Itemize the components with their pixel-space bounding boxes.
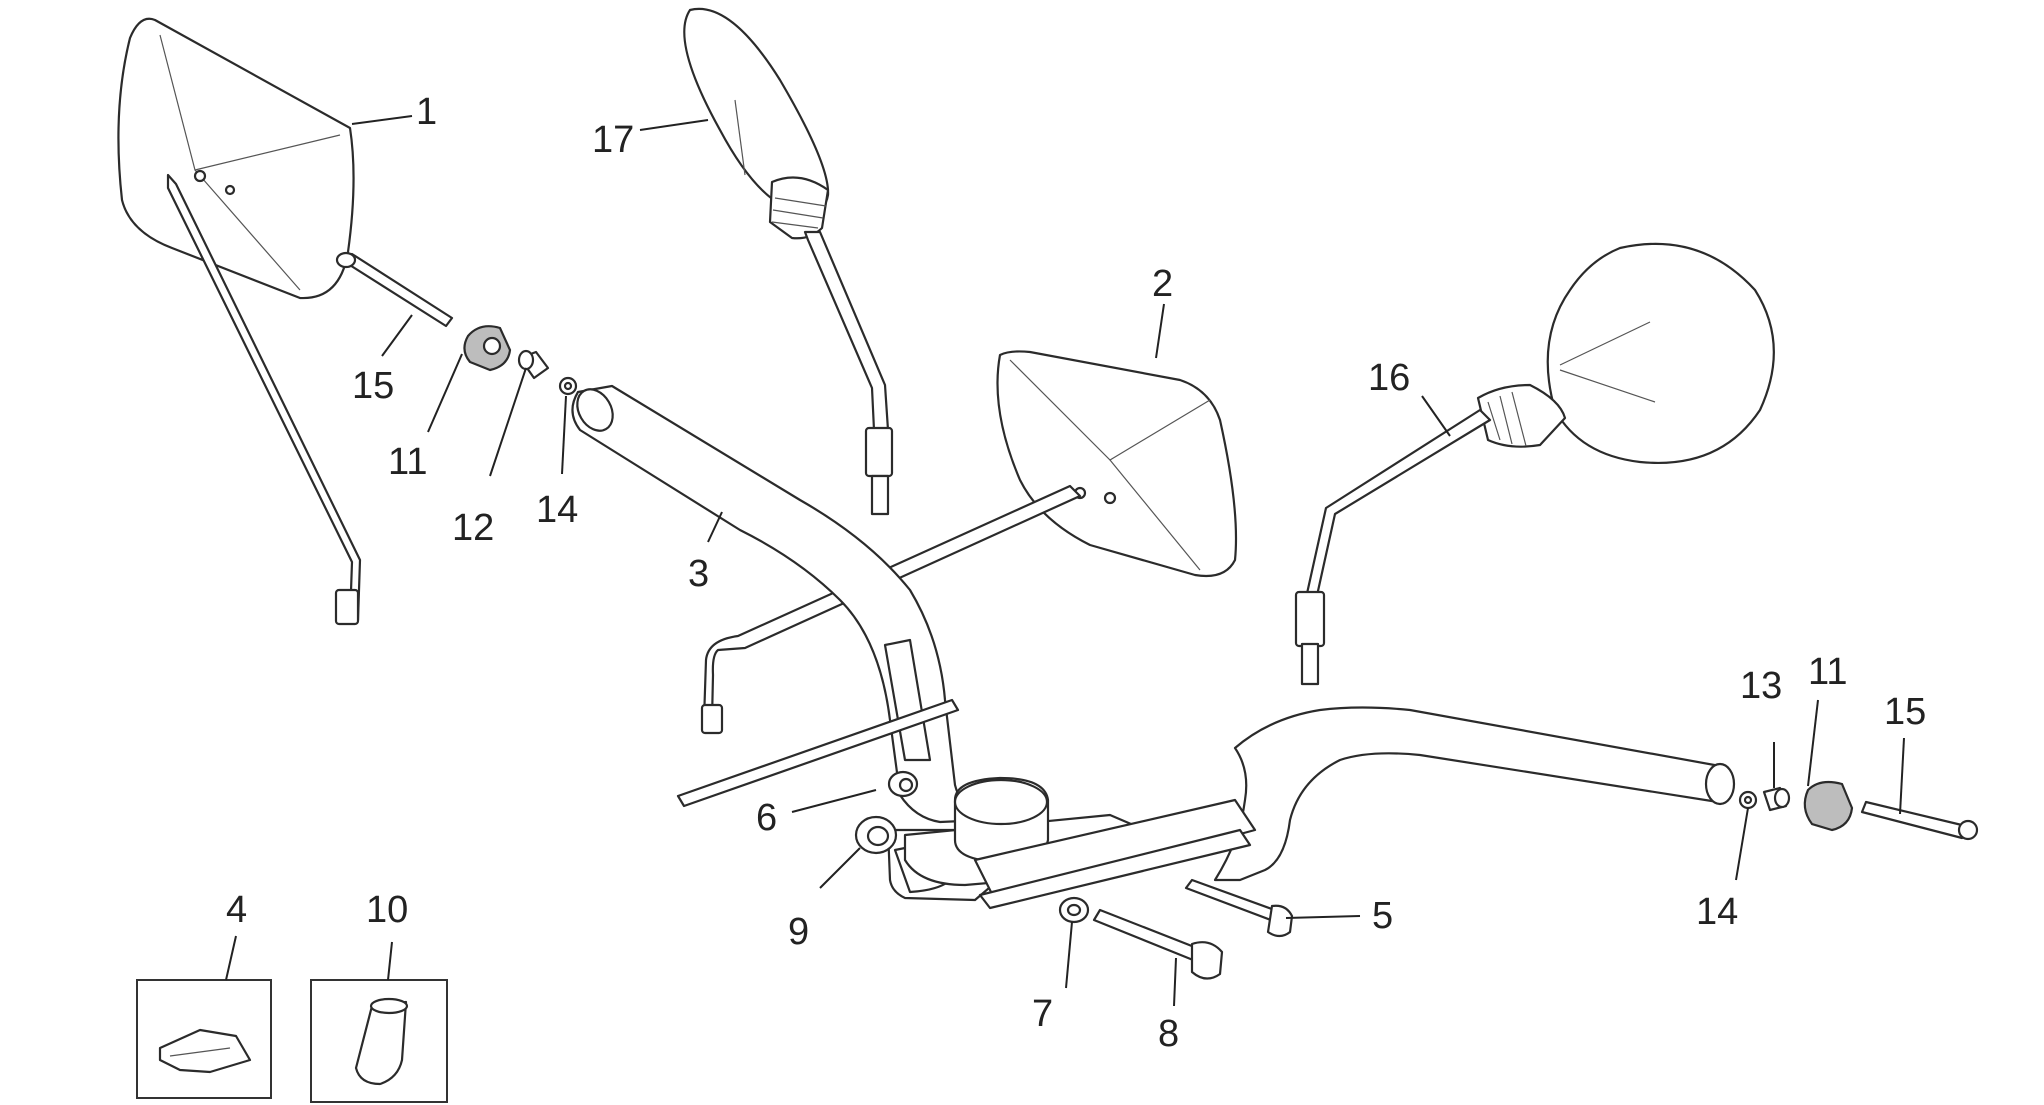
callout-12: 12 bbox=[452, 507, 494, 549]
bar-end-weight-11-left bbox=[463, 325, 512, 372]
callout-6: 6 bbox=[756, 797, 777, 839]
callout-15-left: 15 bbox=[352, 365, 394, 407]
insert-13-right bbox=[1762, 786, 1791, 812]
callout-4: 4 bbox=[226, 889, 247, 931]
callout-7: 7 bbox=[1032, 993, 1053, 1035]
washer-9 bbox=[854, 815, 898, 855]
callout-5: 5 bbox=[1372, 895, 1393, 937]
washer-7 bbox=[1058, 896, 1090, 924]
callout-14-right: 14 bbox=[1696, 891, 1738, 933]
leader-lines bbox=[225, 115, 1905, 1007]
bolt-5 bbox=[1184, 878, 1294, 938]
mirror-17-oval-left bbox=[683, 7, 894, 516]
callout-3: 3 bbox=[688, 553, 709, 595]
callout-15-right: 15 bbox=[1884, 691, 1926, 733]
callout-14-left: 14 bbox=[536, 489, 578, 531]
bolt-8 bbox=[1092, 908, 1224, 980]
callout-10: 10 bbox=[366, 889, 408, 931]
callout-9: 9 bbox=[788, 911, 809, 953]
callout-16: 16 bbox=[1368, 357, 1410, 399]
kit-box-4 bbox=[136, 979, 272, 1099]
insert-12-left bbox=[517, 349, 550, 380]
callout-17: 17 bbox=[592, 119, 634, 161]
washer-14-left bbox=[558, 376, 578, 396]
callout-labels: 1 17 2 16 15 11 12 14 3 6 9 5 7 8 13 11 … bbox=[226, 91, 1926, 1055]
bushing-6 bbox=[887, 770, 919, 798]
callout-11-left: 11 bbox=[388, 441, 427, 483]
bolt-15-left bbox=[335, 251, 454, 328]
mirror-1-rectangular-left bbox=[117, 17, 362, 626]
mirror-16-round-right bbox=[1294, 242, 1775, 686]
washer-14-right bbox=[1738, 790, 1758, 810]
callout-2: 2 bbox=[1152, 263, 1173, 305]
handlebar-3 bbox=[571, 384, 1736, 910]
callout-11-right: 11 bbox=[1808, 651, 1847, 693]
mirror-2-rectangular-right bbox=[700, 350, 1238, 735]
callout-8: 8 bbox=[1158, 1013, 1179, 1055]
bolt-15-right bbox=[1860, 800, 1979, 841]
kit-box-10 bbox=[310, 979, 448, 1103]
callout-1: 1 bbox=[416, 91, 437, 133]
callout-13: 13 bbox=[1740, 665, 1782, 707]
bar-end-weight-11-right bbox=[1803, 780, 1854, 832]
